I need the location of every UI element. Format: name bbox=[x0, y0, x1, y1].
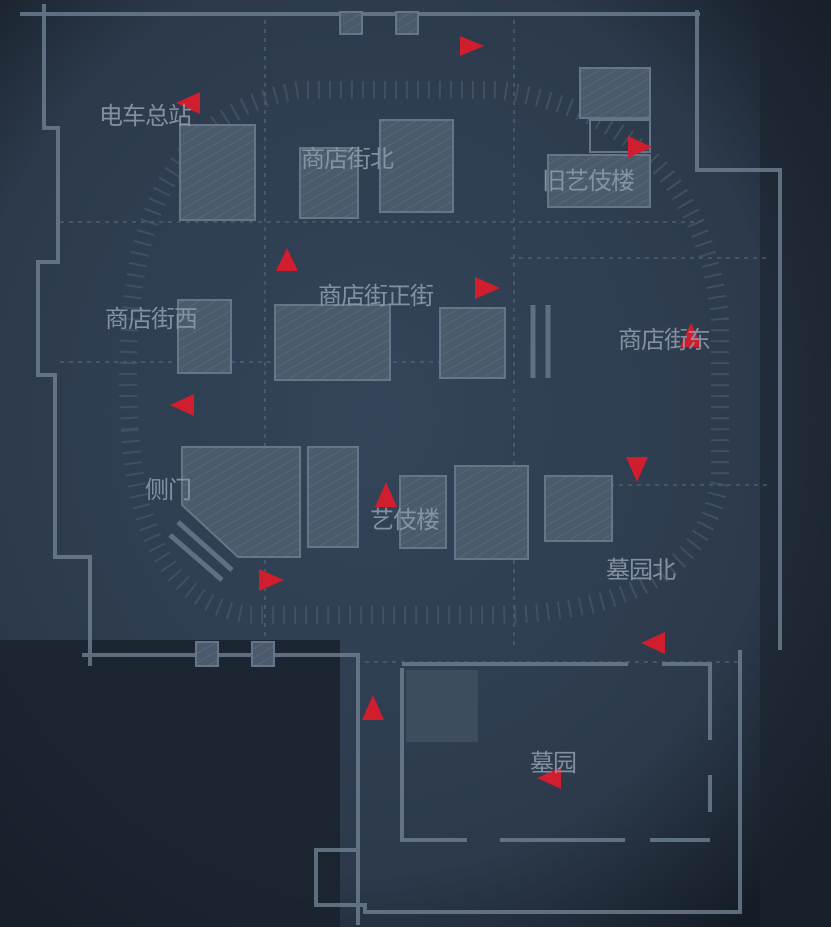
area-label-cemetery-north: 墓园北 bbox=[606, 556, 676, 584]
marker-arrow-right[interactable] bbox=[259, 569, 284, 591]
markers bbox=[170, 36, 702, 789]
marker-arrow-up[interactable] bbox=[362, 695, 384, 720]
marker-arrow-left[interactable] bbox=[537, 767, 561, 789]
area-label-old-geisha-house: 旧艺伎楼 bbox=[542, 167, 635, 195]
area-label-side-gate: 侧门 bbox=[145, 476, 192, 504]
marker-arrow-right[interactable] bbox=[628, 136, 652, 158]
stripes bbox=[168, 305, 551, 582]
area-label-shop-street-west: 商店街西 bbox=[105, 305, 198, 333]
area-label-cemetery: 墓园 bbox=[530, 749, 577, 777]
area-label-shop-street-east: 商店街东 bbox=[618, 326, 711, 354]
area-label-geisha-house: 艺伎楼 bbox=[370, 506, 440, 534]
buildings bbox=[177, 11, 651, 742]
marker-arrow-left[interactable] bbox=[170, 394, 194, 416]
marker-arrow-down[interactable] bbox=[626, 457, 648, 482]
outer-walls bbox=[20, 4, 782, 925]
marker-arrow-right[interactable] bbox=[460, 36, 484, 56]
marker-arrow-left[interactable] bbox=[176, 92, 200, 114]
area-label-tram-terminal: 电车总站 bbox=[99, 102, 192, 130]
marker-arrow-up[interactable] bbox=[375, 482, 397, 507]
marker-arrow-up[interactable] bbox=[276, 248, 298, 271]
area-label-shop-street-main: 商店街正街 bbox=[318, 282, 434, 310]
marker-arrow-left[interactable] bbox=[641, 632, 665, 654]
marker-arrow-up[interactable] bbox=[680, 323, 702, 347]
area-label-shop-street-north: 商店街北 bbox=[301, 145, 394, 173]
marker-arrow-right[interactable] bbox=[475, 277, 500, 299]
